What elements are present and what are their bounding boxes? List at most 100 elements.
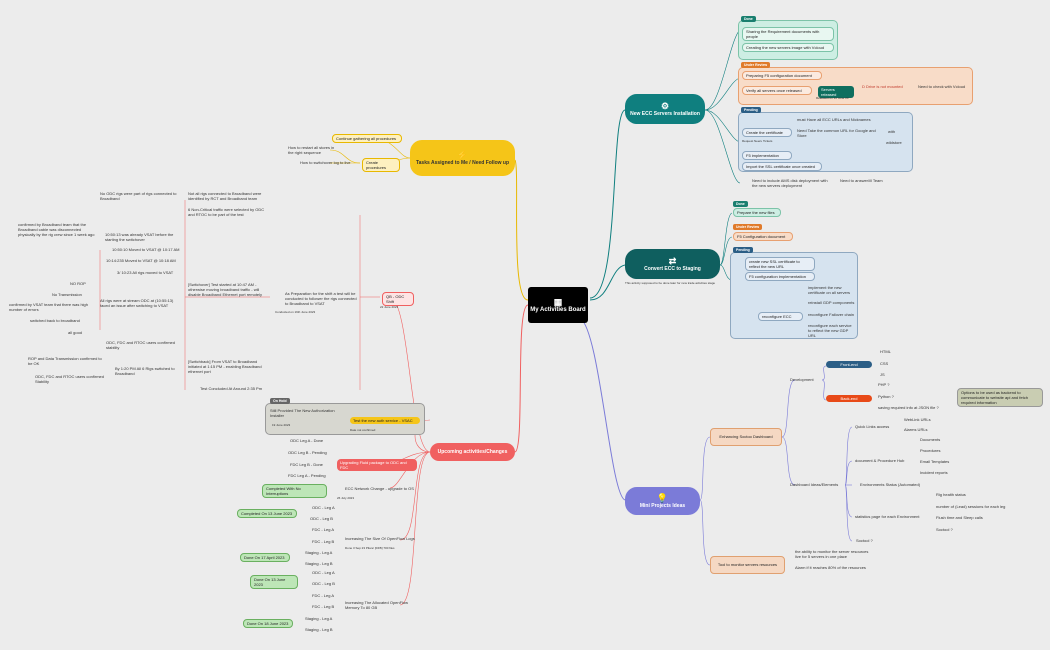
- task-reconfigure-ecc[interactable]: reconfigure ECC: [758, 312, 803, 321]
- released-date: Released on 12 June 23: [816, 96, 849, 100]
- with-label: with: [888, 129, 896, 134]
- pending-tag: Pending: [741, 107, 761, 113]
- l1-six-rigs: 6 Non-Critical traffic were selected by …: [188, 207, 265, 217]
- backend-node[interactable]: Back-end: [826, 395, 872, 402]
- backend-note: Options to be used as backend to communi…: [957, 388, 1043, 407]
- task-create-cert[interactable]: Create the certificate: [742, 128, 792, 137]
- openflow-memory: Increasing The Allocated OpenFlow Memory…: [345, 600, 409, 610]
- prep-test: As Preparation for the shift a test will…: [285, 291, 357, 306]
- idea-icon: 💡: [656, 493, 669, 503]
- upgrade-0: ODC Leg A - Done: [290, 438, 324, 443]
- ecc-network-date: 26 July 2023: [337, 496, 355, 500]
- frontend-css: CSS: [880, 361, 889, 366]
- check-vcloud: Need to check with Vcloud: [918, 84, 966, 89]
- wildstore-label: wildstore: [886, 140, 902, 145]
- upgrade-2: FDC Leg B - Done: [290, 462, 323, 467]
- task-f5-config-impl[interactable]: F5 configuration implementation: [745, 272, 815, 281]
- openflow-completed[interactable]: Completed On 13 June 2023: [237, 509, 297, 518]
- issue-no-rop: NO ROP: [70, 281, 86, 286]
- env-status: Environments Status (Automated): [860, 482, 921, 487]
- openflow-5: Staging - Leg B: [305, 561, 333, 566]
- hub-new-ecc[interactable]: ⚙ New ECC Servers Installation: [625, 94, 705, 124]
- task-f5-doc[interactable]: F5 Configuration document: [733, 232, 793, 241]
- task-prepare-files[interactable]: Prepare the new files: [733, 208, 781, 217]
- task-sharing-docs[interactable]: Sharing the Requirement documents with p…: [742, 27, 834, 41]
- weblink-urls: WebLink URLs: [904, 417, 931, 422]
- task-continue-procedures[interactable]: Continue gathering all procedures: [332, 134, 402, 143]
- issue-all-good: all good: [68, 330, 83, 335]
- task-verify-servers[interactable]: Verify all servers once released: [742, 86, 812, 95]
- issue-errors: confirmed by VSAT team that there was hi…: [9, 302, 89, 312]
- test-auth-service[interactable]: Test the new auth service - VSAC: [350, 417, 420, 424]
- completed-no-interruption[interactable]: Completed With No Interruptions: [262, 484, 327, 498]
- stats-soctool: Soctool ?: [936, 527, 953, 532]
- openflow-note: Done 3 Sep 23 Pilanc [DFB] 700 files: [345, 546, 395, 550]
- on-hold-tag: On Hold: [270, 398, 290, 404]
- task-creating-image[interactable]: Creating the new servers image with Vclo…: [742, 43, 834, 52]
- openflow-0: ODC - Leg A: [312, 505, 335, 510]
- hub-convert-ecc[interactable]: ⇄ Convert ECC to Staging: [625, 249, 720, 279]
- backend-json: saving required info at JSON file ?: [878, 405, 939, 410]
- all-rigs-issue: All rigs were at stream ODC at (10:55:13…: [100, 298, 174, 308]
- hub-mini-projects[interactable]: 💡 Mini Projects Ideas: [625, 487, 700, 515]
- task-prep-f5[interactable]: Preparing F5 configuration document: [742, 71, 822, 80]
- ams-disk-note: Need to include AMS disk deployment with…: [752, 178, 828, 188]
- hub-upcoming[interactable]: Upcoming activities/Changes: [430, 443, 515, 461]
- openflow-done[interactable]: Done On 17 April 2023: [240, 553, 290, 562]
- users-stability: ODC, FDC and RTOC users confirmed Stabil…: [35, 374, 104, 384]
- issue-switched-back: switched back to broadband: [30, 318, 80, 323]
- openflow-4: Staging - Leg A: [305, 550, 333, 555]
- task-import-ssl[interactable]: Import the SSL certificate once created: [742, 162, 822, 171]
- lightning-icon: ⚡: [456, 150, 469, 160]
- upgrade-3: FDC Leg A - Pending: [288, 473, 326, 478]
- auth-date: 19 June 2023: [272, 423, 291, 427]
- task-f5-impl[interactable]: F5 implementation: [742, 151, 792, 160]
- convert-pending-tag: Pending: [733, 247, 753, 253]
- root-node[interactable]: ▦ My Activities Board: [528, 287, 588, 323]
- soctool: Soctool ?: [856, 538, 873, 543]
- timeline-0: 10:50:13 was already VSAT before the sta…: [105, 232, 174, 242]
- memory-5: Staging - Leg B: [305, 627, 333, 632]
- timeline-2: 10:14:235 Moved to VSAT @ 10:18 AM: [106, 258, 176, 263]
- issue-no-transmission: No Transmission: [52, 292, 82, 297]
- doc-procedures: Procedures: [920, 448, 941, 453]
- switchback: [Switchback] From VSAT to Broadband init…: [188, 359, 262, 374]
- task-switchover-log: How to switchover log to live: [300, 160, 351, 165]
- prep-test-date: Conducted on 19th June 2023: [275, 310, 316, 314]
- upgrading-fluid[interactable]: Upgrading Fluid package to ODC and FDC: [337, 459, 417, 471]
- ecc-urls-note: must Have all ECC URLs and Nicknames: [797, 117, 871, 122]
- memory-0: ODC - Leg A: [312, 570, 335, 575]
- frontend-node[interactable]: Front-end: [826, 361, 872, 368]
- odc-shift-node[interactable]: QB - ODC Shift: [382, 292, 414, 306]
- task-implement-cert: implement the new certificate on all ser…: [808, 285, 851, 295]
- memory-done-18[interactable]: Done On 18 June 2023: [243, 619, 293, 628]
- doc-incident: Incident reports: [920, 470, 948, 475]
- openflow-1: ODC - Leg B: [310, 516, 333, 521]
- timeline-3: 3/ 10:23 All rigs moved to VSAT: [117, 270, 174, 275]
- development-label: Development: [790, 377, 814, 382]
- stats-sessions: number of (Lead) sessions for each leg: [936, 504, 1006, 509]
- done-tag: Done: [741, 16, 756, 22]
- task-reconfigure-service: reconfigure each service to reflect the …: [808, 323, 852, 338]
- memory-2: FDC - Leg A: [312, 593, 335, 598]
- monitor-tool[interactable]: Tool to monitor servers resources: [710, 556, 785, 574]
- enhance-dashboard[interactable]: Enhancing Soctoo Dashboard: [710, 428, 782, 446]
- convert-icon: ⇄: [668, 256, 677, 266]
- rop-ok: ROP and Data Transmission confirmed to b…: [28, 356, 102, 366]
- hub-tasks[interactable]: ⚡ Tasks Assigned to Me / Need Follow up: [410, 140, 515, 176]
- task-create-procedures[interactable]: Create procedures: [362, 158, 400, 172]
- frontend-js: JS: [880, 372, 885, 377]
- openflow-3: FDC - Leg B: [312, 539, 335, 544]
- memory-done-13[interactable]: Done On 13 June 2023: [250, 575, 298, 589]
- stats-page: statistics page for each Environment: [855, 514, 920, 519]
- doc-documents: Documents: [920, 437, 941, 442]
- task-new-ssl[interactable]: create new SSL certificate to reflect th…: [745, 257, 815, 271]
- task-restart-stores: How to restart all stores in the right s…: [288, 145, 335, 155]
- convert-review-tag: Under Review: [733, 224, 763, 230]
- doc-hub: document & Procedure Hub: [855, 458, 905, 463]
- servers-released-badge[interactable]: Servers released: [818, 86, 854, 98]
- test-concluded: Test Concluded At Around 2:35 Pm: [200, 386, 263, 391]
- memory-3: FDC - Leg B: [312, 604, 335, 609]
- switchover-test: [Switchover] Test started at 10:47 AM - …: [188, 282, 263, 297]
